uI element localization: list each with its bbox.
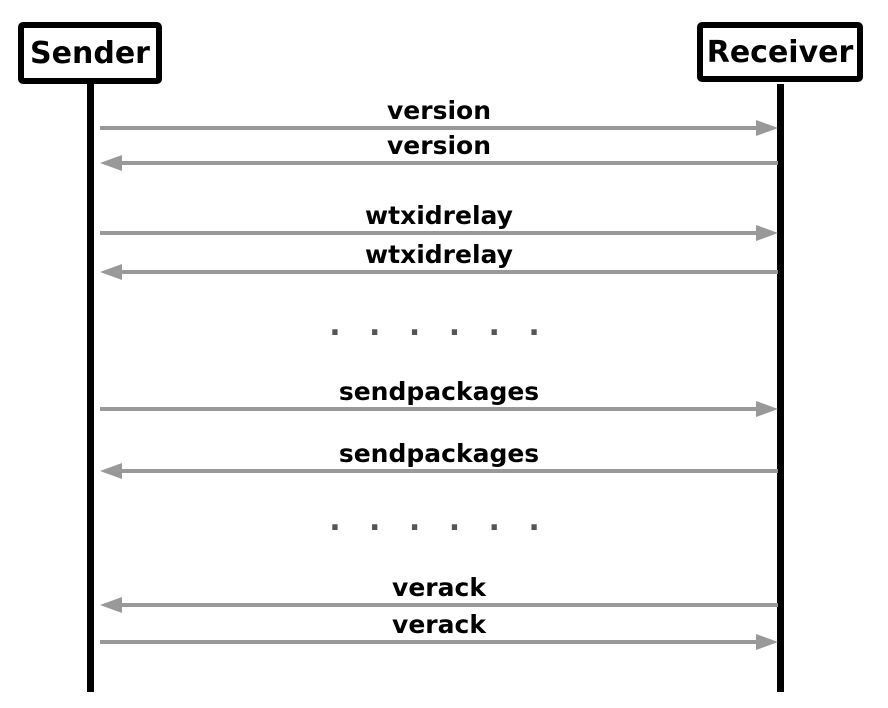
arrow-line — [100, 407, 758, 411]
message-sendpackages-to-receiver: sendpackages — [100, 379, 778, 417]
message-label: version — [386, 96, 491, 125]
arrowhead-left-icon — [100, 155, 122, 171]
arrow-line — [120, 270, 778, 274]
message-verack-to-sender: verack — [100, 575, 778, 613]
arrow-line — [100, 640, 758, 644]
message-version-to-receiver: version — [100, 98, 778, 136]
arrow-line — [120, 469, 778, 473]
actor-box-receiver: Receiver — [697, 22, 863, 82]
actor-receiver-label: Receiver — [706, 34, 854, 70]
message-label: wtxidrelay — [365, 240, 513, 269]
ellipsis-dots: . . . . . . — [329, 308, 549, 343]
receiver-lifeline — [777, 84, 784, 692]
arrow-line — [120, 603, 778, 607]
message-label: wtxidrelay — [365, 201, 513, 230]
arrowhead-left-icon — [100, 597, 122, 613]
arrowhead-right-icon — [756, 225, 778, 241]
message-wtxidrelay-to-sender: wtxidrelay — [100, 242, 778, 280]
message-label: sendpackages — [338, 439, 540, 468]
message-label: version — [386, 131, 491, 160]
arrowhead-right-icon — [756, 401, 778, 417]
message-version-to-sender: version — [100, 133, 778, 171]
arrow-line — [100, 126, 758, 130]
arrowhead-right-icon — [756, 120, 778, 136]
actor-box-sender: Sender — [18, 22, 162, 84]
arrow-line — [100, 231, 758, 235]
sender-lifeline — [87, 84, 94, 692]
message-label: sendpackages — [338, 377, 540, 406]
arrowhead-left-icon — [100, 463, 122, 479]
message-label: verack — [392, 573, 486, 602]
message-verack-to-receiver: verack — [100, 612, 778, 650]
message-sendpackages-to-sender: sendpackages — [100, 441, 778, 479]
arrowhead-right-icon — [756, 634, 778, 650]
message-label: verack — [392, 610, 486, 639]
ellipsis-dots: . . . . . . — [329, 503, 549, 538]
actor-sender-label: Sender — [30, 35, 150, 71]
message-wtxidrelay-to-receiver: wtxidrelay — [100, 203, 778, 241]
arrow-line — [120, 161, 778, 165]
arrowhead-left-icon — [100, 264, 122, 280]
